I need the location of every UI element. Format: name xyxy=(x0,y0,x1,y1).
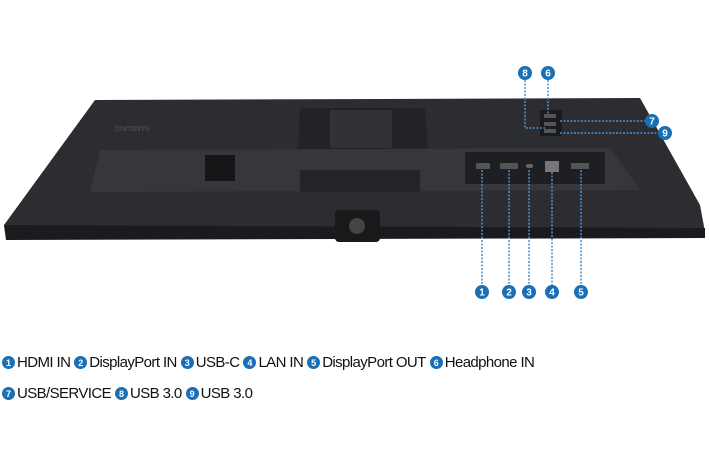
joystick-icon xyxy=(349,218,365,234)
legend-number-badge: 7 xyxy=(2,387,15,400)
legend-number-badge: 6 xyxy=(429,356,443,369)
callout-2: 2 xyxy=(502,285,516,299)
stand-plate xyxy=(330,110,392,148)
legend-number-badge: 3 xyxy=(180,356,194,369)
svg-text:9: 9 xyxy=(662,129,668,140)
legend-label: DisplayPort IN xyxy=(89,354,177,371)
power-port xyxy=(205,155,235,181)
legend-label: USB/SERVICE xyxy=(17,385,112,402)
svg-text:7: 7 xyxy=(649,117,655,128)
svg-text:3: 3 xyxy=(526,288,532,299)
usbc-port-icon xyxy=(526,164,533,168)
svg-text:6: 6 xyxy=(545,69,551,80)
lan-port-icon xyxy=(545,161,559,172)
legend-number-badge: 9 xyxy=(185,387,199,400)
legend-number-badge: 4 xyxy=(243,356,257,369)
legend-number-badge: 2 xyxy=(74,356,88,369)
callout-1: 1 xyxy=(475,285,489,299)
svg-text:2: 2 xyxy=(506,288,512,299)
callout-9: 9 xyxy=(658,126,672,140)
callout-6: 6 xyxy=(541,66,555,80)
brand-logo: SAMSUNG xyxy=(115,124,150,131)
svg-text:5: 5 xyxy=(578,288,584,299)
legend-label: Headphone IN xyxy=(444,354,535,371)
legend-label: DisplayPort OUT xyxy=(322,354,426,371)
svg-text:8: 8 xyxy=(522,69,528,80)
legend-label: USB-C xyxy=(195,354,240,371)
displayport-in-icon xyxy=(500,163,518,169)
legend-label: HDMI IN xyxy=(17,354,71,371)
hdmi-port-icon xyxy=(476,163,490,169)
callout-7: 7 xyxy=(645,114,659,128)
legend-number-badge: 5 xyxy=(307,356,321,369)
legend-label: LAN IN xyxy=(258,354,304,371)
legend-number-badge: 8 xyxy=(115,387,128,400)
legend-label: USB 3.0 xyxy=(200,385,253,402)
legend-number-badge: 1 xyxy=(2,356,15,369)
svg-text:1: 1 xyxy=(479,288,485,299)
port-bay xyxy=(465,152,605,184)
leader-lines xyxy=(481,80,658,285)
svg-text:4: 4 xyxy=(549,288,555,299)
callout-3: 3 xyxy=(522,285,536,299)
callout-8: 8 xyxy=(518,66,532,80)
displayport-out-icon xyxy=(571,163,589,169)
callout-4: 4 xyxy=(545,285,559,299)
legend-label: USB 3.0 xyxy=(130,385,182,402)
callout-5: 5 xyxy=(574,285,588,299)
ridge-gap xyxy=(300,170,420,192)
